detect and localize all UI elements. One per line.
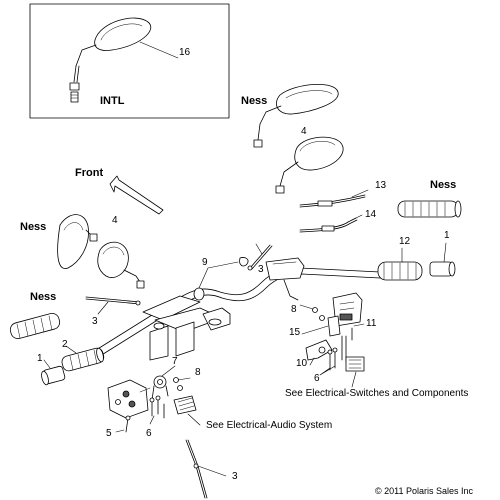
- wire-3-center: [247, 244, 273, 271]
- mirror-standard-top: [275, 136, 344, 194]
- part-number-4-top: 4: [301, 126, 307, 137]
- bar-end-left: [41, 365, 66, 386]
- part-number-4-left: 4: [112, 215, 118, 226]
- screws-8-lower: [173, 377, 191, 391]
- bracket-9: [193, 243, 263, 301]
- part-number-6-left: 6: [146, 428, 152, 439]
- part-number-8-right: 8: [291, 304, 297, 315]
- leader-6-right: [319, 365, 336, 376]
- audio-switch-module: [173, 395, 197, 415]
- switch-housing-right: [327, 292, 363, 337]
- part-number-3-center: 3: [258, 264, 264, 275]
- wire-3-left: [85, 296, 141, 306]
- part-number-1-right: 1: [444, 230, 450, 241]
- leader-9: [198, 261, 239, 289]
- part-number-3-bottom: 3: [232, 471, 238, 482]
- brand-label-ness-top: Ness: [241, 95, 268, 107]
- part-number-13: 13: [375, 180, 387, 191]
- part-number-3-left: 3: [92, 316, 98, 327]
- clamp-plate-10: [305, 339, 333, 361]
- mirror-ness-top: [253, 83, 339, 148]
- note-electrical-switches[interactable]: See Electrical-Switches and Components: [285, 388, 469, 399]
- bolts-6-left: [149, 395, 165, 419]
- part-number-10: 10: [296, 358, 308, 369]
- copyright-text: © 2011 Polaris Sales Inc: [375, 486, 474, 496]
- wire-3-bottom: [185, 439, 208, 499]
- front-label: Front: [75, 167, 104, 179]
- throttle-grip-2: [61, 347, 105, 372]
- cable-14: [299, 217, 358, 233]
- leader-3-bottom: [197, 465, 227, 477]
- screw-5: [125, 415, 131, 433]
- grip-ness-left: [9, 312, 61, 340]
- note-electrical-audio[interactable]: See Electrical-Audio System: [206, 420, 333, 431]
- cable-13: [299, 194, 366, 208]
- switch-module-right: [345, 356, 365, 372]
- screws-8-right: [299, 304, 325, 321]
- switch-7: [151, 375, 169, 401]
- leader-16: [139, 41, 179, 59]
- switch-housing-left: [107, 379, 151, 419]
- part-number-11: 11: [366, 318, 377, 329]
- intl-mirror: [69, 17, 152, 103]
- part-number-6-right: 6: [314, 373, 320, 384]
- leader-13: [351, 189, 369, 198]
- intl-label: INTL: [100, 95, 125, 107]
- screws-6-right: [327, 347, 338, 371]
- grip-12: [377, 261, 423, 281]
- leader-switches: [351, 371, 357, 388]
- leader-5: [115, 429, 125, 433]
- leader-2: [65, 345, 77, 354]
- bar-end-right: [429, 261, 456, 277]
- leader-15: [301, 325, 329, 335]
- part-number-14: 14: [365, 209, 377, 220]
- riser-clamp: [142, 295, 231, 361]
- leader-11: [353, 323, 365, 327]
- leader-6-left: [149, 415, 155, 425]
- leader-10: [309, 357, 315, 366]
- master-cylinder: [265, 257, 305, 301]
- leader-14: [351, 214, 363, 221]
- brand-label-ness-left: Ness: [20, 221, 47, 233]
- part-number-5: 5: [106, 428, 112, 439]
- brand-label-ness-lower-left: Ness: [30, 291, 57, 303]
- leader-1-left: [43, 359, 51, 369]
- leader-1-right: [443, 242, 447, 263]
- part-number-15: 15: [289, 327, 301, 338]
- leader-audio: [187, 413, 201, 426]
- part-number-16: 16: [179, 47, 191, 58]
- part-number-1-left: 1: [37, 353, 43, 364]
- part-number-12: 12: [399, 236, 411, 247]
- part-number-2: 2: [62, 339, 68, 350]
- front-arrow-icon: [109, 175, 164, 215]
- grip-ness-right: [397, 200, 462, 218]
- part-number-9: 9: [202, 257, 208, 268]
- part-number-8-lower: 8: [195, 367, 201, 378]
- leader-7: [161, 365, 176, 377]
- leader-3-left: [97, 301, 109, 315]
- part-number-7: 7: [172, 356, 178, 367]
- brand-label-ness-right: Ness: [430, 179, 457, 191]
- mirror-ness-left: [57, 214, 98, 269]
- mirror-standard-left: [97, 241, 145, 289]
